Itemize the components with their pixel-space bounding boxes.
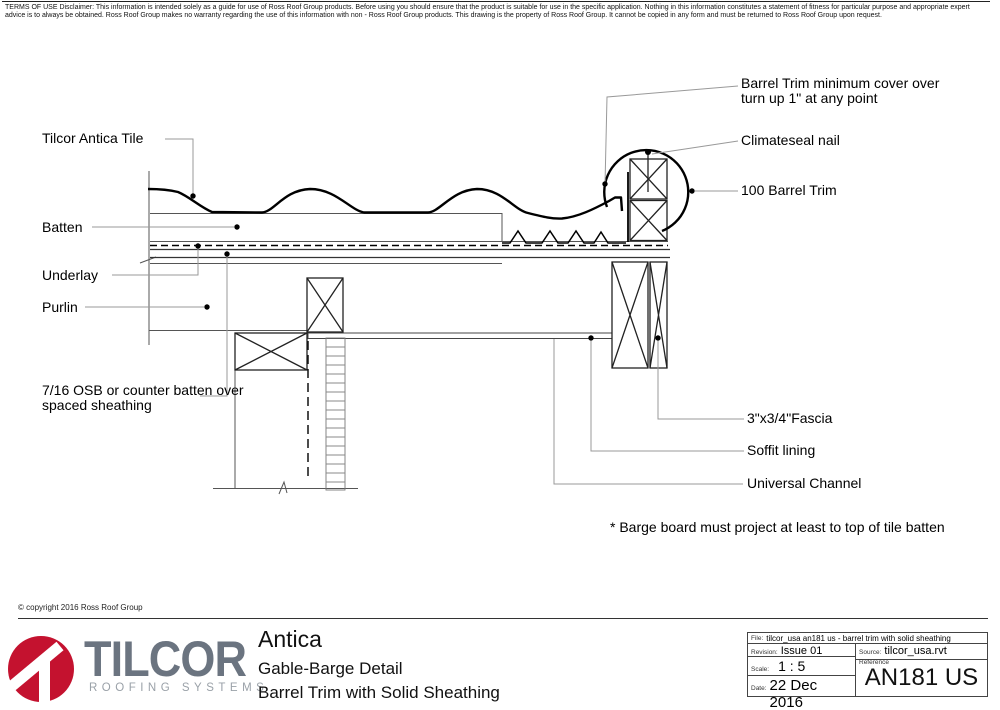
label-100-barrel-trim: 100 Barrel Trim <box>741 182 837 198</box>
title-block: File: tilcor_usa an181 us - barrel trim … <box>747 632 988 710</box>
leader-lines <box>85 85 744 485</box>
file-label: File: <box>751 634 764 642</box>
variant-subtitle: Barrel Trim with Solid Sheathing <box>258 683 500 702</box>
structure-lines <box>139 171 668 495</box>
detail-subtitle: Gable-Barge Detail <box>258 659 403 678</box>
label-universal-channel: Universal Channel <box>747 475 862 491</box>
label-barge-board-note: * Barge board must project at least to t… <box>610 519 945 535</box>
barrel-trim-arc <box>603 148 690 233</box>
sheet-number: AN181 US <box>864 664 979 691</box>
product-title: Antica <box>258 626 322 652</box>
label-underlay: Underlay <box>42 267 99 283</box>
terms-of-use-disclaimer: TERMS OF USE Disclaimer: This informatio… <box>5 4 970 19</box>
timber-sections <box>234 158 668 371</box>
leader-dots <box>190 149 695 341</box>
label-osb-counter-batten: 7/16 OSB or counter batten over spaced s… <box>42 382 244 413</box>
underlay-turnup-zigzag <box>502 229 626 244</box>
label-soffit-lining: Soffit lining <box>747 442 816 458</box>
titleblock-scale-row: Scale: 1 : 5 <box>748 657 855 676</box>
titleblock-revision-row: Revision: Issue 01 <box>748 644 855 657</box>
osb-sheathing-band <box>150 248 670 259</box>
tilcor-logo-icon <box>8 636 74 702</box>
revision-value: Issue 01 <box>780 645 823 657</box>
reference-label: Reference <box>859 659 889 666</box>
titleblock-file-row: File: tilcor_usa an181 us - barrel trim … <box>748 633 987 644</box>
date-label: Date: <box>751 685 767 692</box>
source-label: Source: <box>859 649 882 656</box>
source-value: tilcor_usa.rvt <box>884 645 947 657</box>
file-value: tilcor_usa an181 us - barrel trim with s… <box>766 633 951 643</box>
label-purlin: Purlin <box>42 299 78 315</box>
soffit-board <box>307 332 621 339</box>
label-fascia: 3"x3/4"Fascia <box>747 410 833 426</box>
label-tilcor-antica-tile: Tilcor Antica Tile <box>42 130 144 146</box>
label-climateseal-nail: Climateseal nail <box>741 132 840 148</box>
top-border-line <box>2 1 990 2</box>
brand-tagline: ROOFING SYSTEMS <box>89 682 269 694</box>
titleblock-date-row: Date: 22 Dec 2016 <box>748 676 855 710</box>
label-batten: Batten <box>42 219 83 235</box>
brand-wordmark: TILCOR <box>84 631 247 687</box>
label-barrel-trim-cover: Barrel Trim minimum cover over turn up 1… <box>741 75 940 106</box>
footer-divider-line <box>18 618 988 619</box>
scale-label: Scale: <box>751 666 770 673</box>
date-value: 22 Dec 2016 <box>769 677 818 710</box>
tile-profile <box>147 187 624 220</box>
scale-value: 1 : 5 <box>778 658 806 674</box>
copyright-text: © copyright 2016 Ross Roof Group <box>18 603 143 612</box>
wall-ladder-hatch <box>325 337 346 491</box>
titleblock-source-row: Source: tilcor_usa.rvt <box>856 644 987 660</box>
revision-label: Revision: <box>751 649 778 656</box>
